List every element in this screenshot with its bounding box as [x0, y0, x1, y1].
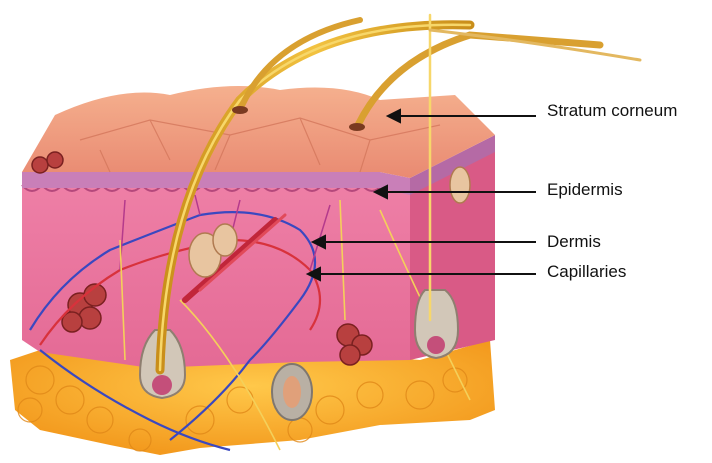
label-capillaries: Capillaries: [547, 262, 626, 282]
pacinian-corpuscle: [272, 364, 312, 420]
skin-surface: [22, 86, 495, 178]
label-stratum-corneum: Stratum corneum: [547, 101, 677, 121]
label-epidermis: Epidermis: [547, 180, 623, 200]
label-dermis: Dermis: [547, 232, 601, 252]
